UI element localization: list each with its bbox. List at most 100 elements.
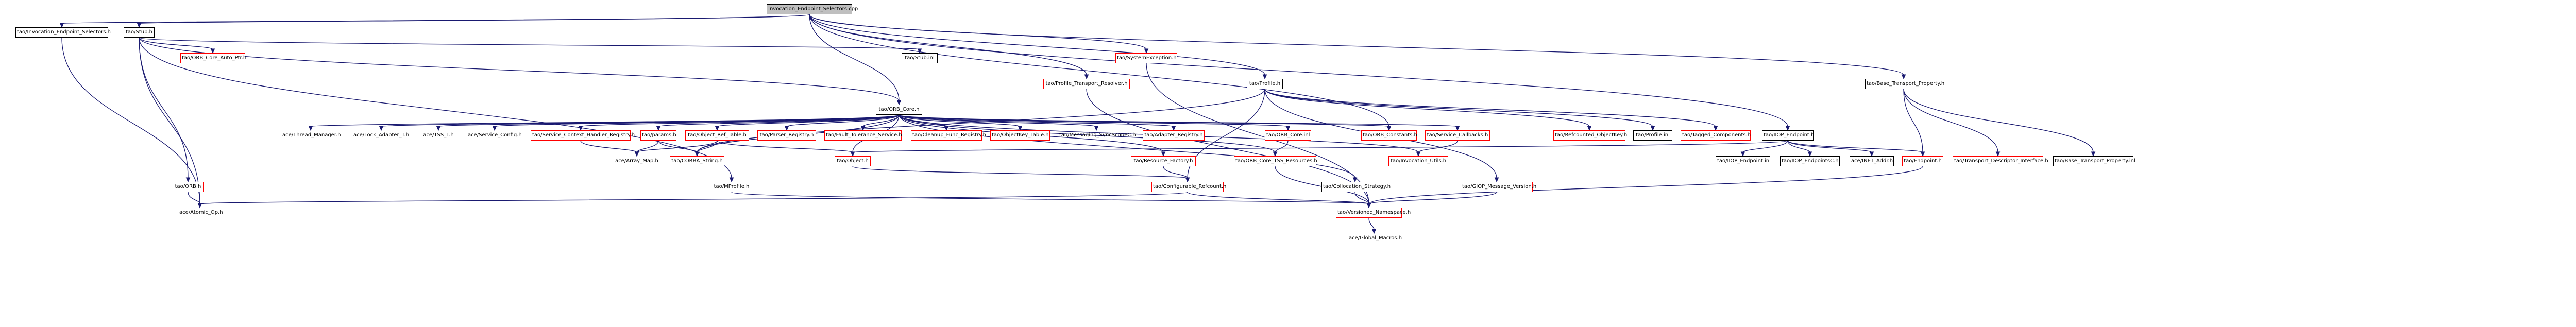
edge-arrowhead: [634, 151, 639, 157]
edge-iiop_endpoint_h-to-inet_addr: [1787, 140, 1872, 153]
node-stub-inl[interactable]: tao/Stub.inl: [902, 53, 938, 63]
node-parser-registry-h[interactable]: tao/Parser_Registry.h: [757, 130, 816, 141]
node-transport-descriptor-interface-h[interactable]: tao/Transport_Descriptor_Interface.h: [1953, 156, 2048, 166]
edge-profile_h-to-tagged_comp: [1264, 89, 1716, 127]
edge-arrowhead: [1366, 203, 1371, 209]
node-tss-t-h[interactable]: ace/TSS_T.h: [423, 132, 454, 138]
node-collocation-strategy-h[interactable]: tao/Collocation_Strategy.h: [1321, 182, 1391, 192]
node-invocation-utils-h[interactable]: tao/Invocation_Utils.h: [1388, 156, 1448, 166]
edge-orb_core_h-to-obj_ref_table: [717, 114, 900, 127]
node-iiop-endpoint-inl[interactable]: tao/IIOP_Endpoint.inl: [1716, 156, 1771, 166]
edge-arrowhead: [436, 126, 441, 131]
node-object-ref-table-h[interactable]: tao/Object_Ref_Table.h: [685, 130, 749, 141]
edge-object_h-to-configurable_rc: [852, 166, 1188, 179]
node-profile-inl[interactable]: tao/Profile.inl: [1633, 130, 1672, 141]
node-iiop-endpoint-h[interactable]: tao/IIOP_Endpoint.h: [1762, 130, 1814, 141]
edge-arrowhead: [492, 126, 497, 131]
node-array-map-h[interactable]: ace/Array_Map.h: [615, 158, 658, 164]
edge-scr-to-array_map: [580, 140, 637, 153]
edge-root-to-ptr: [809, 14, 1087, 76]
node-mprofile-h[interactable]: tao/MProfile.h: [711, 182, 752, 192]
node-orb-core-h[interactable]: tao/ORB_Core.h: [876, 105, 922, 115]
node-params-h[interactable]: tao/params.h: [640, 130, 676, 141]
edge-arrowhead: [1161, 151, 1166, 157]
node-orb-constants-h[interactable]: tao/ORB_Constants.h: [1361, 130, 1417, 141]
node-versioned-namespace-h[interactable]: tao/Versioned_Namespace.h: [1336, 208, 1411, 218]
node-base-transport-property-h[interactable]: tao/Base_Transport_Property.h: [1865, 79, 1944, 89]
edge-arrowhead: [2091, 151, 2096, 157]
node-object-h[interactable]: tao/Object.h: [835, 156, 871, 166]
node-orb-core-auto-ptr-h[interactable]: tao/ORB_Core_Auto_Ptr.h: [180, 53, 246, 63]
node-fault-tolerance-service-h[interactable]: tao/Fault_Tolerance_Service.h: [824, 130, 902, 141]
node-adapter-registry-h[interactable]: tao/Adapter_Registry.h: [1143, 130, 1205, 141]
edge-orb_core_h-to-svc_callbacks: [899, 114, 1458, 127]
edge-arrowhead: [729, 177, 734, 183]
edge-arrowhead: [917, 48, 922, 54]
edge-iiop_endpoint_h-to-iiop_endpointsc: [1787, 140, 1810, 153]
edge-arrowhead: [1455, 126, 1460, 131]
node-resource-factory-h[interactable]: tao/Resource_Factory.h: [1131, 156, 1196, 166]
edge-stub_h-to-atomic_op: [139, 37, 200, 204]
node-service-callbacks-h[interactable]: tao/Service_Callbacks.h: [1425, 130, 1490, 141]
node-corba-string-h[interactable]: tao/CORBA_String.h: [670, 156, 724, 166]
edge-root-to-stub_h: [139, 14, 810, 24]
edge-arrowhead: [1371, 229, 1377, 234]
edge-orb_core_h-to-orb_core_inl: [899, 114, 1289, 127]
node-tagged-components-h[interactable]: tao/Tagged_Components.h: [1681, 130, 1751, 141]
edge-orb_core_h-to-scr: [580, 114, 900, 127]
node-service-context-handler-registry-h[interactable]: tao/Service_Context_Handler_Registry.h: [531, 130, 635, 141]
edge-giop_msg_ver-to-versioned_ns: [1368, 192, 1497, 204]
edge-arrowhead: [1869, 151, 1874, 157]
edge-root-to-orb_constants: [809, 14, 1389, 127]
edge-stub_h-to-stub_inl: [139, 37, 920, 50]
edge-ies_h-to-atomic_op: [61, 37, 200, 204]
edge-arrowhead: [1386, 126, 1392, 131]
node-objectkey-table-h[interactable]: tao/ObjectKey_Table.h: [990, 130, 1050, 141]
node-base-transport-property-inl[interactable]: tao/Base_Transport_Property.inl: [2053, 156, 2136, 166]
edge-arrowhead: [1740, 151, 1745, 157]
node-atomic-op-h[interactable]: ace/Atomic_Op.h: [179, 210, 223, 215]
node-messaging-syncscopec-h[interactable]: tao/Messaging_SyncScopeC.h: [1059, 132, 1136, 138]
node-global-macros-h[interactable]: ace/Global_Macros.h: [1349, 235, 1402, 241]
node-service-config-h[interactable]: ace/Service_Config.h: [468, 132, 522, 138]
edge-arrowhead: [1587, 126, 1592, 131]
edge-arrowhead: [210, 48, 215, 54]
edge-stub_h-to-auto_ptr: [139, 37, 213, 50]
edge-root-to-iiop_endpoint_h: [809, 14, 1788, 127]
edge-orb_core_h-to-params: [658, 114, 900, 127]
edge-versioned_ns-to-global_macros: [1368, 217, 1375, 230]
edge-arrowhead: [59, 23, 64, 28]
node-thread-manager-h[interactable]: ace/Thread_Manager.h: [282, 132, 341, 138]
edge-arrowhead: [185, 177, 191, 183]
node-profile-transport-resolver-h[interactable]: tao/Profile_Transport_Resolver.h: [1043, 79, 1130, 89]
node-orb-core-inl[interactable]: tao/ORB_Core.inl: [1265, 130, 1311, 141]
edge-stub_h-to-orb_core_h: [139, 37, 900, 101]
edge-arrowhead: [1262, 74, 1267, 80]
node-endpoint-h[interactable]: tao/Endpoint.h: [1902, 156, 1943, 166]
edge-arrowhead: [715, 126, 720, 131]
node-profile-h[interactable]: tao/Profile.h: [1247, 79, 1283, 89]
edge-arrowhead: [1144, 48, 1149, 54]
node-system-exception-h[interactable]: tao/SystemException.h: [1115, 53, 1177, 63]
node-configurable-refcount-h[interactable]: tao/Configurable_Refcount.h: [1151, 182, 1226, 192]
edge-arrowhead: [656, 126, 661, 131]
edge-profile_h-to-profile_inl: [1264, 89, 1653, 127]
edge-arrowhead: [1084, 74, 1089, 80]
node-lock-adapter-t-h[interactable]: ace/Lock_Adapter_T.h: [353, 132, 410, 138]
node-refcounted-objectkey-h[interactable]: tao/Refcounted_ObjectKey.h: [1553, 130, 1627, 141]
node-inet-addr-h[interactable]: ace/INET_Addr.h: [1850, 156, 1894, 166]
node-orb-core-tss-resources-h[interactable]: tao/ORB_Core_TSS_Resources.h: [1234, 156, 1317, 166]
edge-orb_core_h-to-collocation: [899, 114, 1355, 179]
node-orb-h[interactable]: tao/ORB.h: [173, 182, 204, 192]
edge-orb_core_h-to-msg_sync: [899, 114, 1097, 127]
node-invocation-endpoint-selectors-h[interactable]: tao/Invocation_Endpoint_Selectors.h: [15, 27, 111, 38]
edge-arrowhead: [1650, 126, 1655, 131]
edge-root-to-ies_h: [61, 14, 810, 24]
node-iiop-endpointsc-h[interactable]: tao/IIOP_EndpointsC.h: [1780, 156, 1840, 166]
edge-iiop_endpoint_h-to-endpoint_h: [1787, 140, 1923, 153]
edge-params-to-array_map: [636, 140, 659, 153]
node-stub-h[interactable]: tao/Stub.h: [124, 27, 155, 38]
node-cleanup-func-registry-h[interactable]: tao/Cleanup_Func_Registry.h: [911, 130, 986, 141]
node-giop-message-version-h[interactable]: tao/GIOP_Message_Version.h: [1461, 182, 1536, 192]
